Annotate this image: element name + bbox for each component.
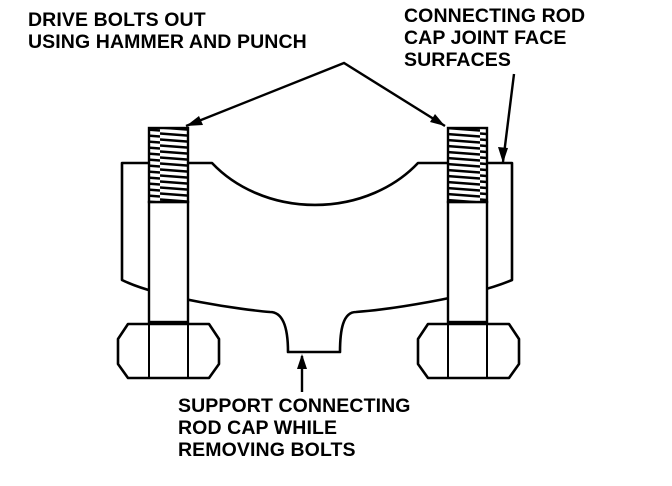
joint-face-callout-line-3: SURFACES	[404, 49, 511, 71]
left-bolt-head	[116, 322, 221, 380]
joint-face-callout-line-2: CAP JOINT FACE	[404, 27, 567, 49]
drive-bolts-leader	[185, 61, 446, 128]
drive-bolts-callout-line-1: DRIVE BOLTS OUT	[28, 9, 206, 31]
left-bolt-shank	[147, 200, 190, 324]
joint-face-arrow	[498, 147, 508, 163]
support-cap-callout-line-3: REMOVING BOLTS	[178, 439, 356, 461]
right-bolt-threads	[446, 126, 489, 204]
joint-face-leader	[501, 73, 516, 163]
leader-lines	[185, 61, 516, 392]
support-cap-callout: SUPPORT CONNECTING ROD CAP WHILE REMOVIN…	[178, 395, 411, 461]
right-bolt-shank	[446, 200, 489, 324]
rod-cap-body	[120, 161, 514, 354]
drive-bolts-callout: DRIVE BOLTS OUT USING HAMMER AND PUNCH	[28, 9, 307, 53]
drive-bolts-arrow-right	[430, 114, 445, 126]
left-bolt-threads	[147, 126, 190, 204]
drive-bolts-callout-line-2: USING HAMMER AND PUNCH	[28, 31, 307, 53]
support-cap-arrow	[297, 354, 307, 369]
left-bolt	[116, 126, 221, 380]
support-cap-callout-line-2: ROD CAP WHILE	[178, 417, 338, 439]
support-cap-callout-line-1: SUPPORT CONNECTING	[178, 395, 411, 417]
right-bolt-head	[416, 322, 521, 380]
right-bolt	[416, 126, 521, 380]
drive-bolts-arrow-left	[186, 116, 203, 126]
joint-face-callout: CONNECTING ROD CAP JOINT FACE SURFACES	[404, 5, 585, 71]
joint-face-callout-line-1: CONNECTING ROD	[404, 5, 586, 27]
